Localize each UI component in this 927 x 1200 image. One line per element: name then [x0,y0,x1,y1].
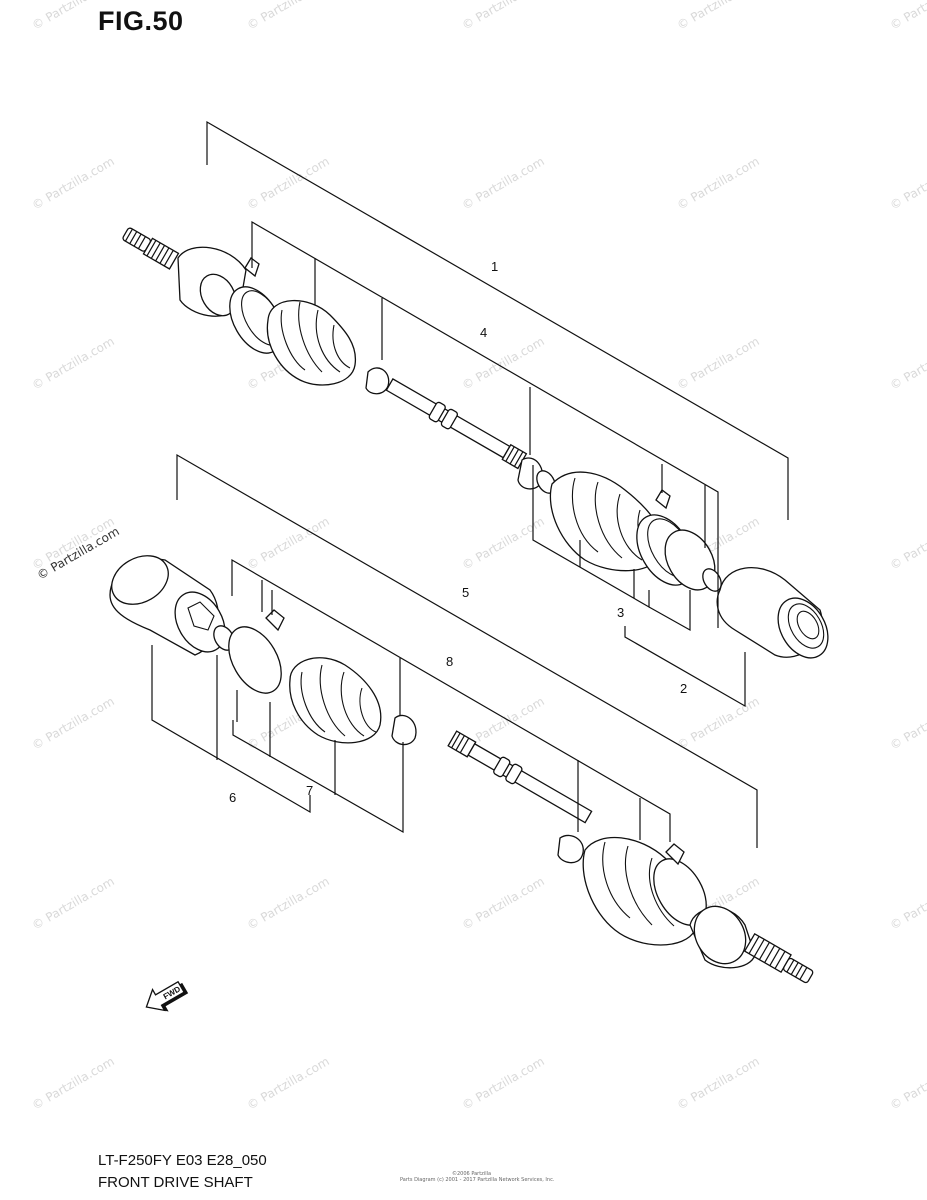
model-code: LT-F250FY E03 E28_050 [98,1152,267,1169]
watermark-text: © Partzilla.com [888,694,927,752]
watermark-text: © Partzilla.com [675,334,762,392]
watermark-text: © Partzilla.com [245,0,332,33]
watermark-text: © Partzilla.com [888,1054,927,1112]
figure-title: FIG.50 [98,6,184,36]
watermark-text: © Partzilla.com [460,1054,547,1112]
part-name: FRONT DRIVE SHAFT [98,1174,253,1191]
watermark-text: © Partzilla.com [460,154,547,212]
watermark-text: © Partzilla.com [888,334,927,392]
watermark-text: © Partzilla.com [460,514,547,572]
watermark-text: © Partzilla.com [30,694,117,752]
watermark-text: © Partzilla.com [888,154,927,212]
watermark-text: © Partzilla.com [675,1054,762,1112]
callout-5: 5 [462,585,469,600]
callout-8: 8 [446,654,453,669]
callout-4: 4 [480,325,487,340]
watermark-text: © Partzilla.com [30,154,117,212]
watermark-layer: © Partzilla.com © Partzilla.com © Partzill… [30,0,927,1113]
callout-6: 6 [229,790,236,805]
callout-2: 2 [680,681,687,696]
watermark-text: © Partzilla.com [245,154,332,212]
watermark-text: © Partzilla.com [675,694,762,752]
fwd-arrow-icon: FWD [145,980,189,1012]
lower-drive-shaft [109,555,814,984]
upper-drive-shaft [122,227,829,659]
watermark-text: © Partzilla.com [30,0,117,33]
small-print-2: Parts Diagram (c) 2001 - 2017 Partzilla … [400,1177,555,1183]
watermark-text: © Partzilla.com [675,154,762,212]
watermark-text: © Partzilla.com [675,0,762,33]
watermark-text: © Partzilla.com [460,334,547,392]
watermark-text: © Partzilla.com [888,874,927,932]
callout-1: 1 [491,259,498,274]
watermark-text: © Partzilla.com [30,1054,117,1112]
watermark-text: © Partzilla.com [460,0,547,33]
watermark-text: © Partzilla.com [30,874,117,932]
callout-7: 7 [306,783,313,798]
watermark-text: © Partzilla.com [245,1054,332,1112]
watermark-text: © Partzilla.com [888,514,927,572]
watermark-text: © Partzilla.com [460,874,547,932]
callout-numbers: 1 2 3 4 5 6 7 8 [229,259,687,805]
watermark-text: © Partzilla.com [30,334,117,392]
watermark-text: © Partzilla.com [245,514,332,572]
small-print-1: ©2006 Partzilla [452,1171,492,1177]
watermark-text: © Partzilla.com [245,874,332,932]
callout-lines [151,120,789,848]
callout-3: 3 [617,605,624,620]
watermark-text: © Partzilla.com [888,0,927,33]
